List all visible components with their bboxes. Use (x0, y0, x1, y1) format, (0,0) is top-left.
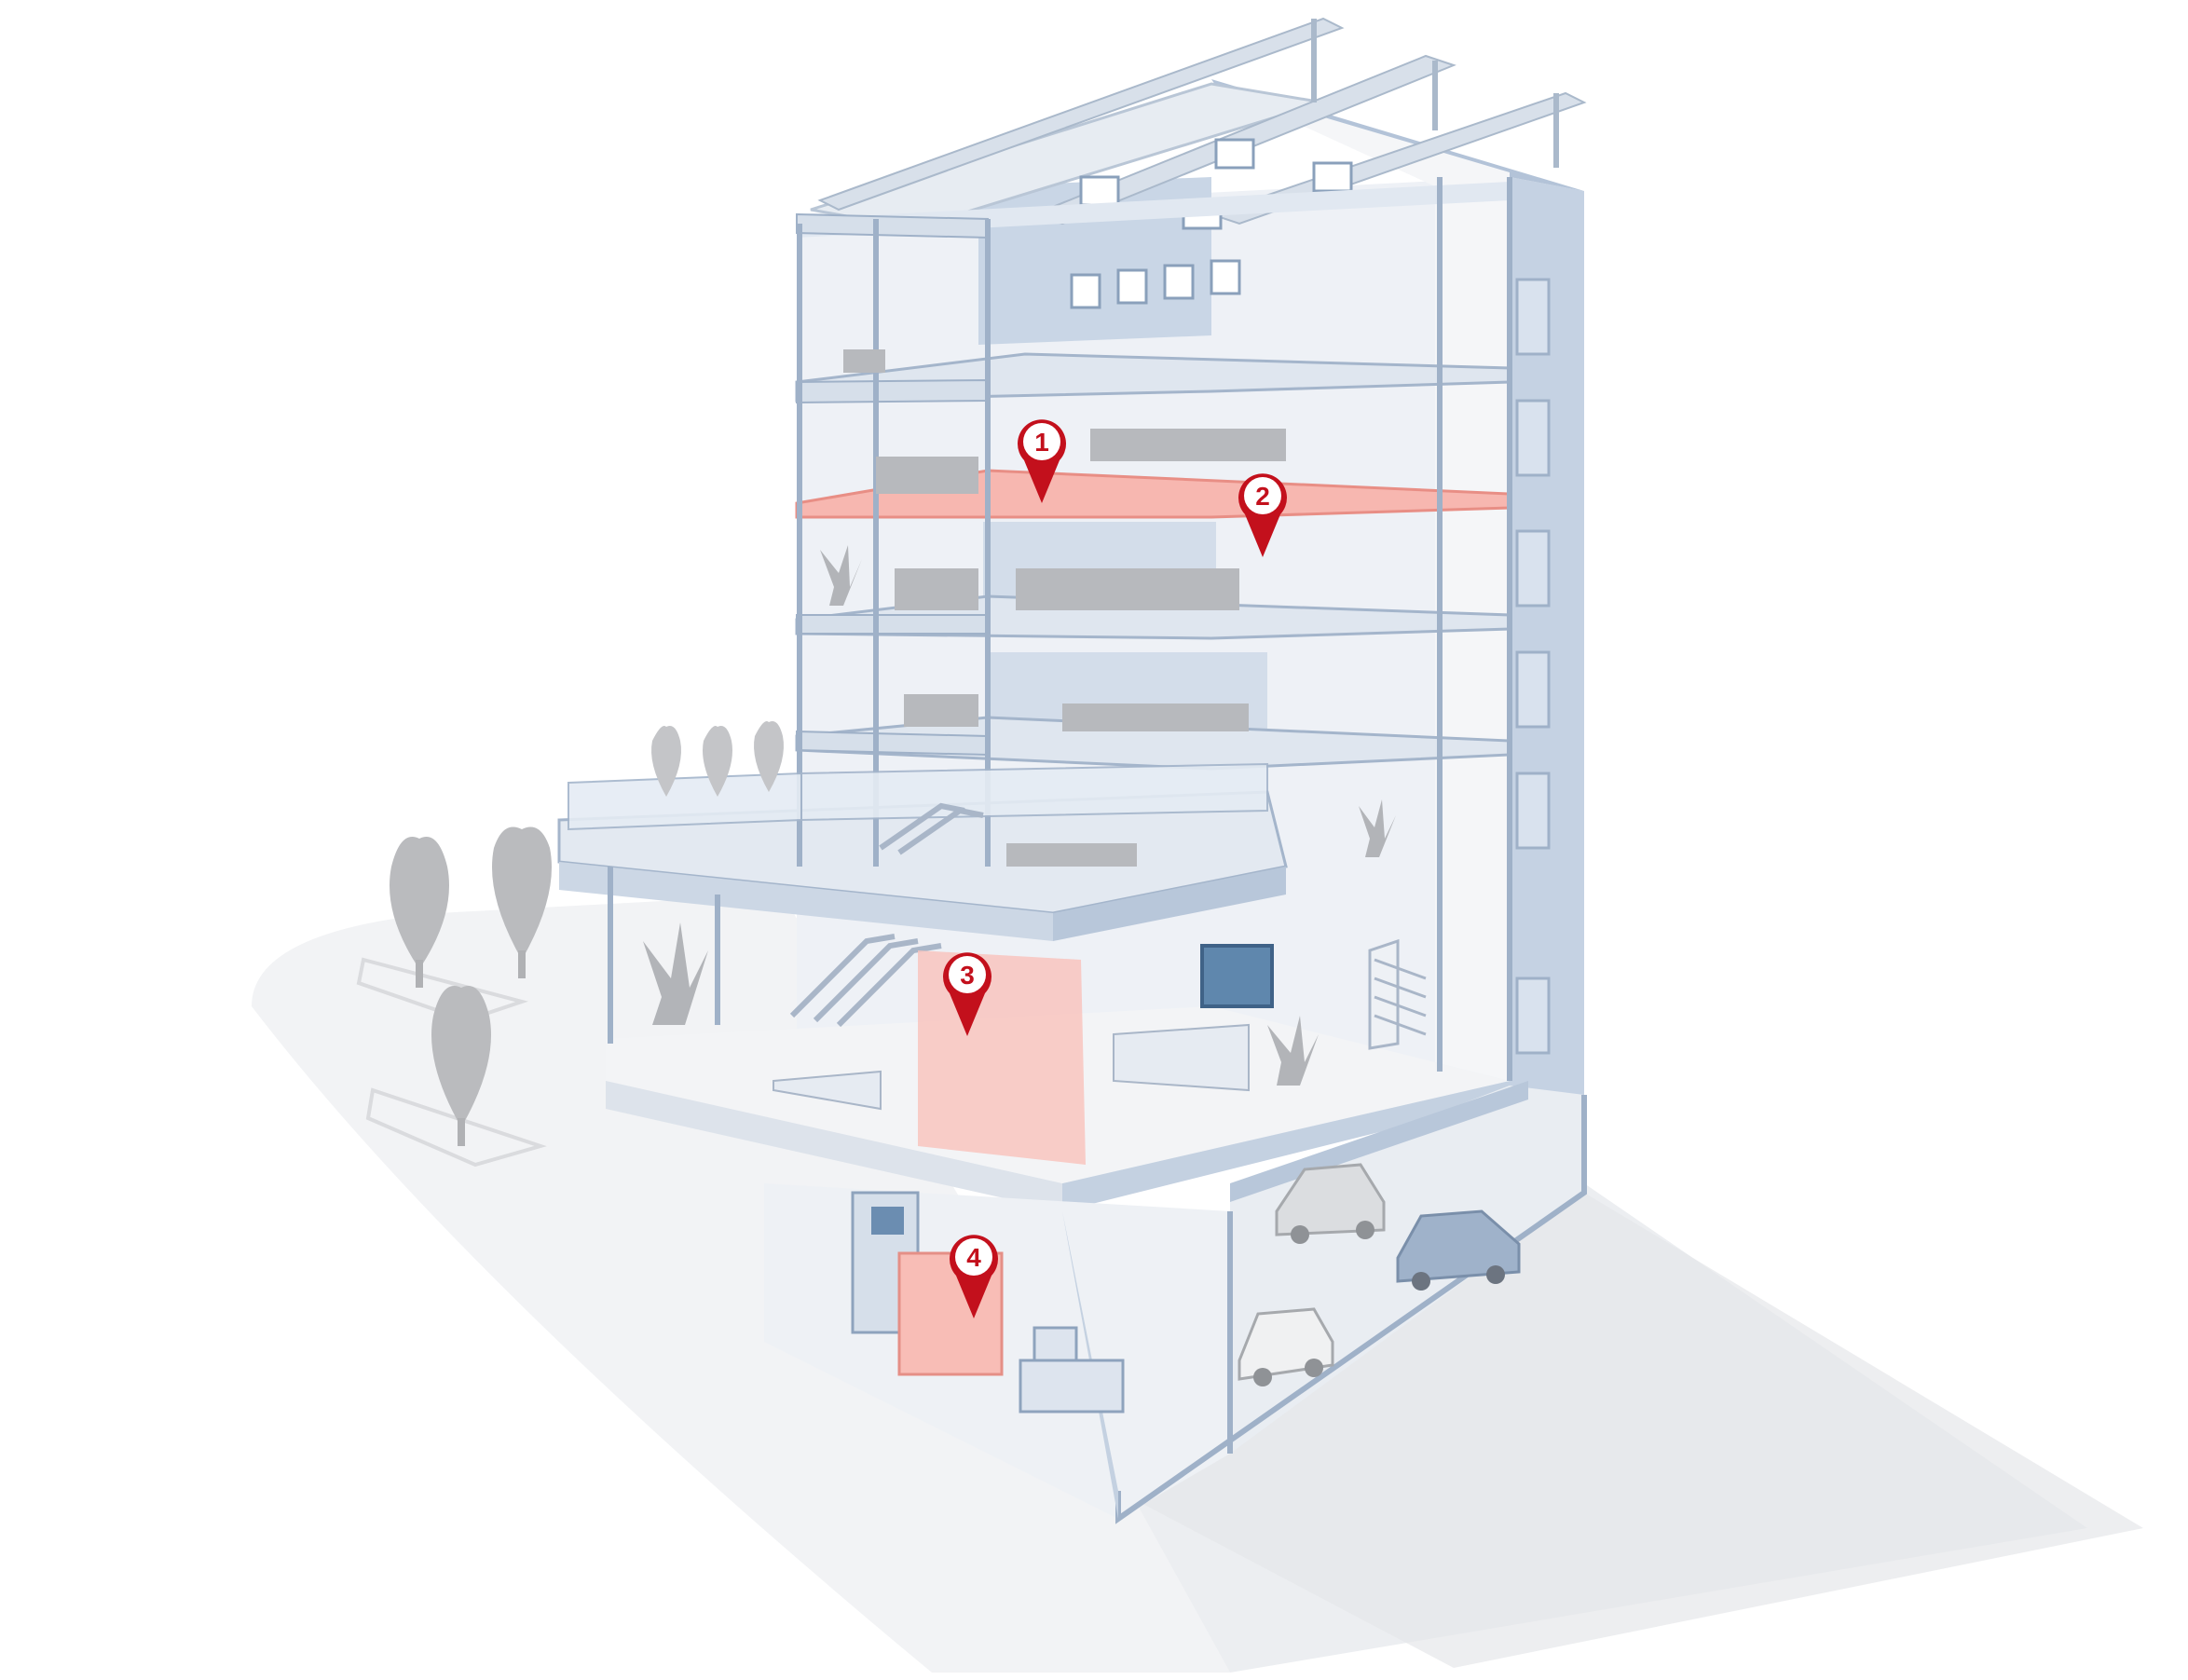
tv-screen (1200, 944, 1274, 1008)
staircase (1368, 938, 1427, 1050)
basement-equipment (851, 1191, 1125, 1414)
marker-4-label: 4 (966, 1243, 981, 1272)
cypress-tree-icon (390, 837, 449, 988)
car-icon (1396, 1209, 1521, 1291)
glass-railing (568, 762, 1268, 831)
slab-fronts (796, 212, 989, 757)
lobby-bench (773, 1070, 882, 1111)
marker-1[interactable]: 1 (1018, 419, 1066, 503)
cypress-tree-icon (492, 826, 552, 978)
marker-2-label: 2 (1255, 482, 1270, 511)
car-icon (1275, 1163, 1386, 1244)
car-icon (1238, 1307, 1334, 1386)
heat-shaft-highlight (918, 950, 1086, 1165)
terrace-trees (651, 721, 784, 797)
structural-columns (608, 177, 1512, 1081)
marker-3-label: 3 (960, 961, 975, 990)
cypress-tree-icon (431, 986, 491, 1146)
escalator-icon (789, 802, 984, 1028)
marker-4[interactable]: 4 (950, 1235, 998, 1318)
marker-2[interactable]: 2 (1238, 473, 1287, 557)
street-trees (390, 826, 552, 1146)
lobby-reception (773, 944, 1274, 1111)
location-markers: 1 2 3 4 (943, 419, 1287, 1318)
office-furniture (843, 349, 1286, 867)
building-shadow (1118, 1193, 2143, 1668)
garage-cars (1238, 1163, 1521, 1386)
marker-3[interactable]: 3 (943, 952, 991, 1036)
marker-1-label: 1 (1034, 428, 1049, 457)
potted-plant-icon (643, 545, 1396, 1086)
